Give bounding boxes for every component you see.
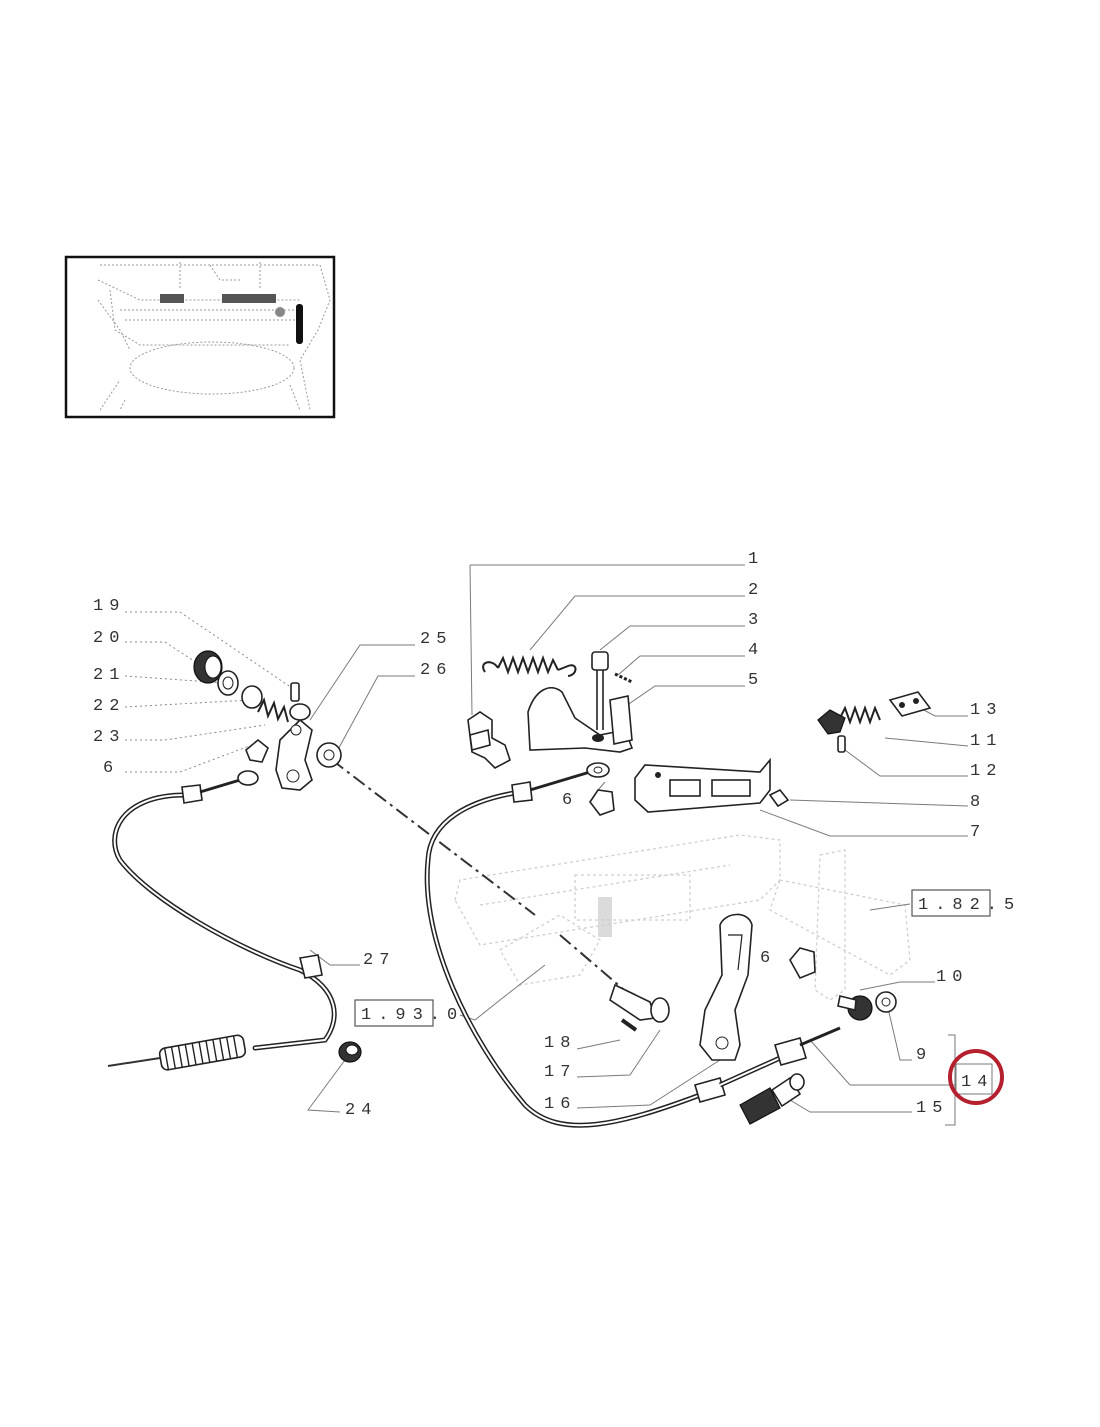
callout-2: 2 bbox=[748, 581, 764, 600]
callout-27: 27 bbox=[363, 951, 395, 970]
locator-inset bbox=[64, 255, 336, 419]
callout-6-right: 6 bbox=[760, 949, 776, 968]
ghost-outline bbox=[454, 834, 911, 1001]
callout-21: 21 bbox=[93, 666, 125, 685]
part-3-pin bbox=[591, 651, 609, 730]
callout-25: 25 bbox=[420, 630, 452, 649]
assembly-axis-line bbox=[559, 934, 631, 996]
callout-10: 10 bbox=[936, 968, 968, 987]
callout-4: 4 bbox=[748, 641, 764, 660]
leader-lines bbox=[124, 564, 969, 1126]
callout-19: 19 bbox=[93, 597, 125, 616]
callout-17: 17 bbox=[544, 1063, 576, 1082]
highlight-circle bbox=[948, 1049, 1004, 1105]
callout-13: 13 bbox=[970, 701, 1002, 720]
cable-right bbox=[424, 762, 841, 1128]
reference-box-1930: 1.93.0 bbox=[354, 999, 464, 1027]
part-9-ring bbox=[875, 991, 897, 1013]
part-6-clip-left bbox=[245, 738, 269, 763]
callout-22: 22 bbox=[93, 697, 125, 716]
callout-18: 18 bbox=[544, 1034, 576, 1053]
callout-26: 26 bbox=[420, 661, 452, 680]
callout-8: 8 bbox=[970, 793, 986, 812]
callout-11: 11 bbox=[970, 732, 1002, 751]
part-25-lever bbox=[275, 703, 313, 791]
callout-16: 16 bbox=[544, 1095, 576, 1114]
part-18-cotter bbox=[620, 1018, 638, 1032]
part-16-pedal-lever bbox=[699, 913, 753, 1061]
callout-20: 20 bbox=[93, 629, 125, 648]
part-10-bushing bbox=[837, 995, 873, 1021]
callout-3: 3 bbox=[748, 611, 764, 630]
part-17-pin bbox=[609, 983, 670, 1023]
part-13-plate bbox=[888, 691, 932, 717]
cable-left bbox=[107, 770, 337, 1071]
part-12-screw bbox=[837, 735, 846, 753]
part-26-washer bbox=[316, 742, 342, 768]
part-19-pin bbox=[290, 682, 300, 702]
part-21-washer bbox=[217, 670, 239, 696]
part-8-bolt bbox=[768, 788, 790, 808]
part-11-spring bbox=[817, 705, 881, 735]
part-24-cap bbox=[338, 1041, 362, 1063]
callout-15: 15 bbox=[916, 1099, 948, 1118]
callout-23: 23 bbox=[93, 728, 125, 747]
part-23-spring bbox=[257, 697, 289, 723]
callout-14: 14 bbox=[961, 1073, 993, 1092]
callout-24: 24 bbox=[345, 1101, 377, 1120]
part-2-spring bbox=[482, 655, 577, 677]
callout-5: 5 bbox=[748, 671, 764, 690]
callout-labels: 1 2 3 4 5 6 6 6 7 8 9 10 11 12 13 14 15 … bbox=[93, 550, 1002, 1120]
reference-1825-label: 1.82.5 bbox=[918, 896, 1021, 915]
part-4-cotter bbox=[614, 672, 633, 684]
callout-12: 12 bbox=[970, 762, 1002, 781]
part-6-clip-mid bbox=[589, 789, 615, 816]
part-15-knob bbox=[739, 1073, 805, 1125]
callout-9: 9 bbox=[916, 1046, 932, 1065]
callout-6-mid: 6 bbox=[562, 791, 578, 810]
reference-box-1825: 1.82.5 bbox=[911, 889, 1021, 917]
callout-1: 1 bbox=[748, 550, 764, 569]
part-20-knob bbox=[193, 650, 223, 684]
reference-1930-label: 1.93.0 bbox=[361, 1006, 464, 1025]
part-7-support-plate bbox=[634, 757, 771, 813]
callout-6-left: 6 bbox=[103, 759, 119, 778]
part-6-clip-right bbox=[789, 947, 816, 980]
part-1-bracket bbox=[467, 711, 511, 769]
part-5-cam-plate bbox=[527, 687, 634, 753]
part-22-ring bbox=[241, 685, 263, 709]
callout-14-box bbox=[955, 1063, 993, 1095]
callout-7: 7 bbox=[970, 823, 986, 842]
